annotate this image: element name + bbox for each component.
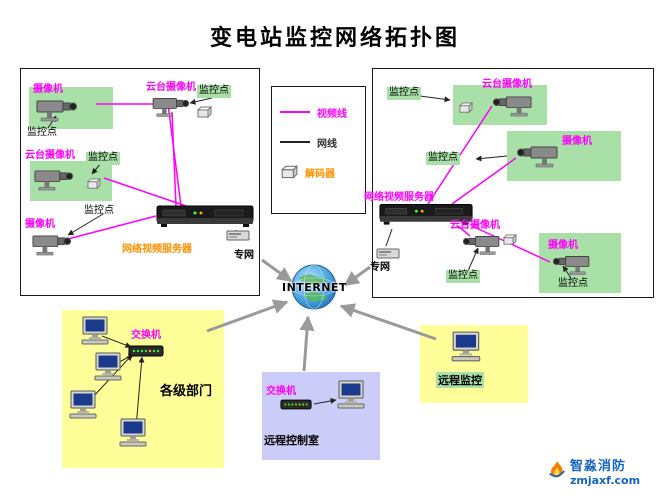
decoder-icon [86, 177, 102, 190]
decoder-icon [502, 233, 518, 246]
workstation-icon [68, 390, 100, 420]
camera-icon [32, 231, 74, 260]
private-network-device-icon [376, 246, 400, 260]
remote-monitoring-label: 远程监控 [436, 372, 484, 388]
decoder-icon [280, 164, 299, 180]
camera-label: 摄像机 [562, 136, 592, 147]
monitor-point-label: 监控点 [446, 270, 480, 283]
ptz-camera-label: 云台摄像机 [146, 82, 196, 93]
remote-control-room-label: 远程控制室 [264, 434, 319, 447]
monitor-point-label: 监控点 [197, 85, 231, 98]
monitor-point-label: 监控点 [84, 205, 114, 216]
decoder-icon [458, 101, 474, 114]
video-server-label: 网络视频服务器 [364, 192, 434, 203]
internet-label: INTERNET [282, 281, 348, 294]
video-server-icon [155, 204, 255, 230]
camera-label: 摄像机 [25, 219, 55, 230]
private-network-label: 专网 [234, 250, 254, 261]
video-line-sample [280, 111, 310, 113]
switch-icon [128, 344, 164, 358]
video-server-icon [378, 202, 474, 228]
private-network-device-icon [226, 228, 250, 242]
ptz-camera-label: 云台摄像机 [25, 150, 75, 161]
flame-icon [548, 460, 566, 480]
camera-label: 摄像机 [33, 84, 63, 95]
camera-icon [460, 232, 500, 259]
switch-label: 交换机 [131, 330, 161, 341]
camera-icon [36, 96, 80, 126]
monitor-point-label: 监控点 [387, 87, 421, 100]
legend: 视频线 网线 解码器 [271, 86, 366, 214]
legend-row-decoder: 解码器 [280, 157, 357, 187]
camera-icon [34, 166, 76, 195]
legend-video-label: 视频线 [317, 108, 347, 120]
monitor-point-label: 监控点 [86, 152, 120, 165]
monitor-point-label: 监控点 [426, 152, 460, 165]
internet-globe-icon [291, 264, 337, 310]
workstation-icon [336, 380, 368, 410]
private-network-label: 专网 [370, 262, 390, 273]
page-title: 变电站监控网络拓扑图 [209, 26, 460, 51]
ptz-camera-label: 云台摄像机 [482, 79, 532, 90]
video-server-label: 网络视频服务器 [122, 244, 192, 255]
camera-label: 摄像机 [548, 240, 578, 251]
switch-label: 交换机 [266, 386, 296, 397]
workstation-icon [93, 352, 125, 382]
camera-icon [550, 252, 590, 279]
departments-label: 各级部门 [160, 384, 213, 399]
camera-icon [152, 94, 192, 121]
legend-row-network: 网线 [280, 127, 357, 157]
brand-name: 智淼消防 [570, 459, 627, 474]
decoder-icon [196, 105, 213, 119]
legend-decoder-label: 解码器 [305, 168, 335, 180]
brand-domain: zmjaxf.com [570, 473, 641, 487]
workstation-icon [118, 418, 150, 448]
camera-icon [514, 142, 558, 172]
monitor-point-label: 监控点 [27, 127, 57, 138]
workstation-icon [80, 316, 112, 346]
camera-icon [490, 92, 532, 121]
network-line-sample [280, 141, 310, 143]
legend-row-video: 视频线 [280, 97, 357, 127]
workstation-icon [450, 331, 484, 363]
switch-icon [280, 398, 312, 411]
legend-network-label: 网线 [317, 138, 337, 150]
ptz-camera-label: 云台摄像机 [450, 220, 500, 231]
monitor-point-label: 监控点 [558, 278, 588, 289]
brand-logo: 智淼消防 zmjaxf.com [548, 459, 641, 488]
